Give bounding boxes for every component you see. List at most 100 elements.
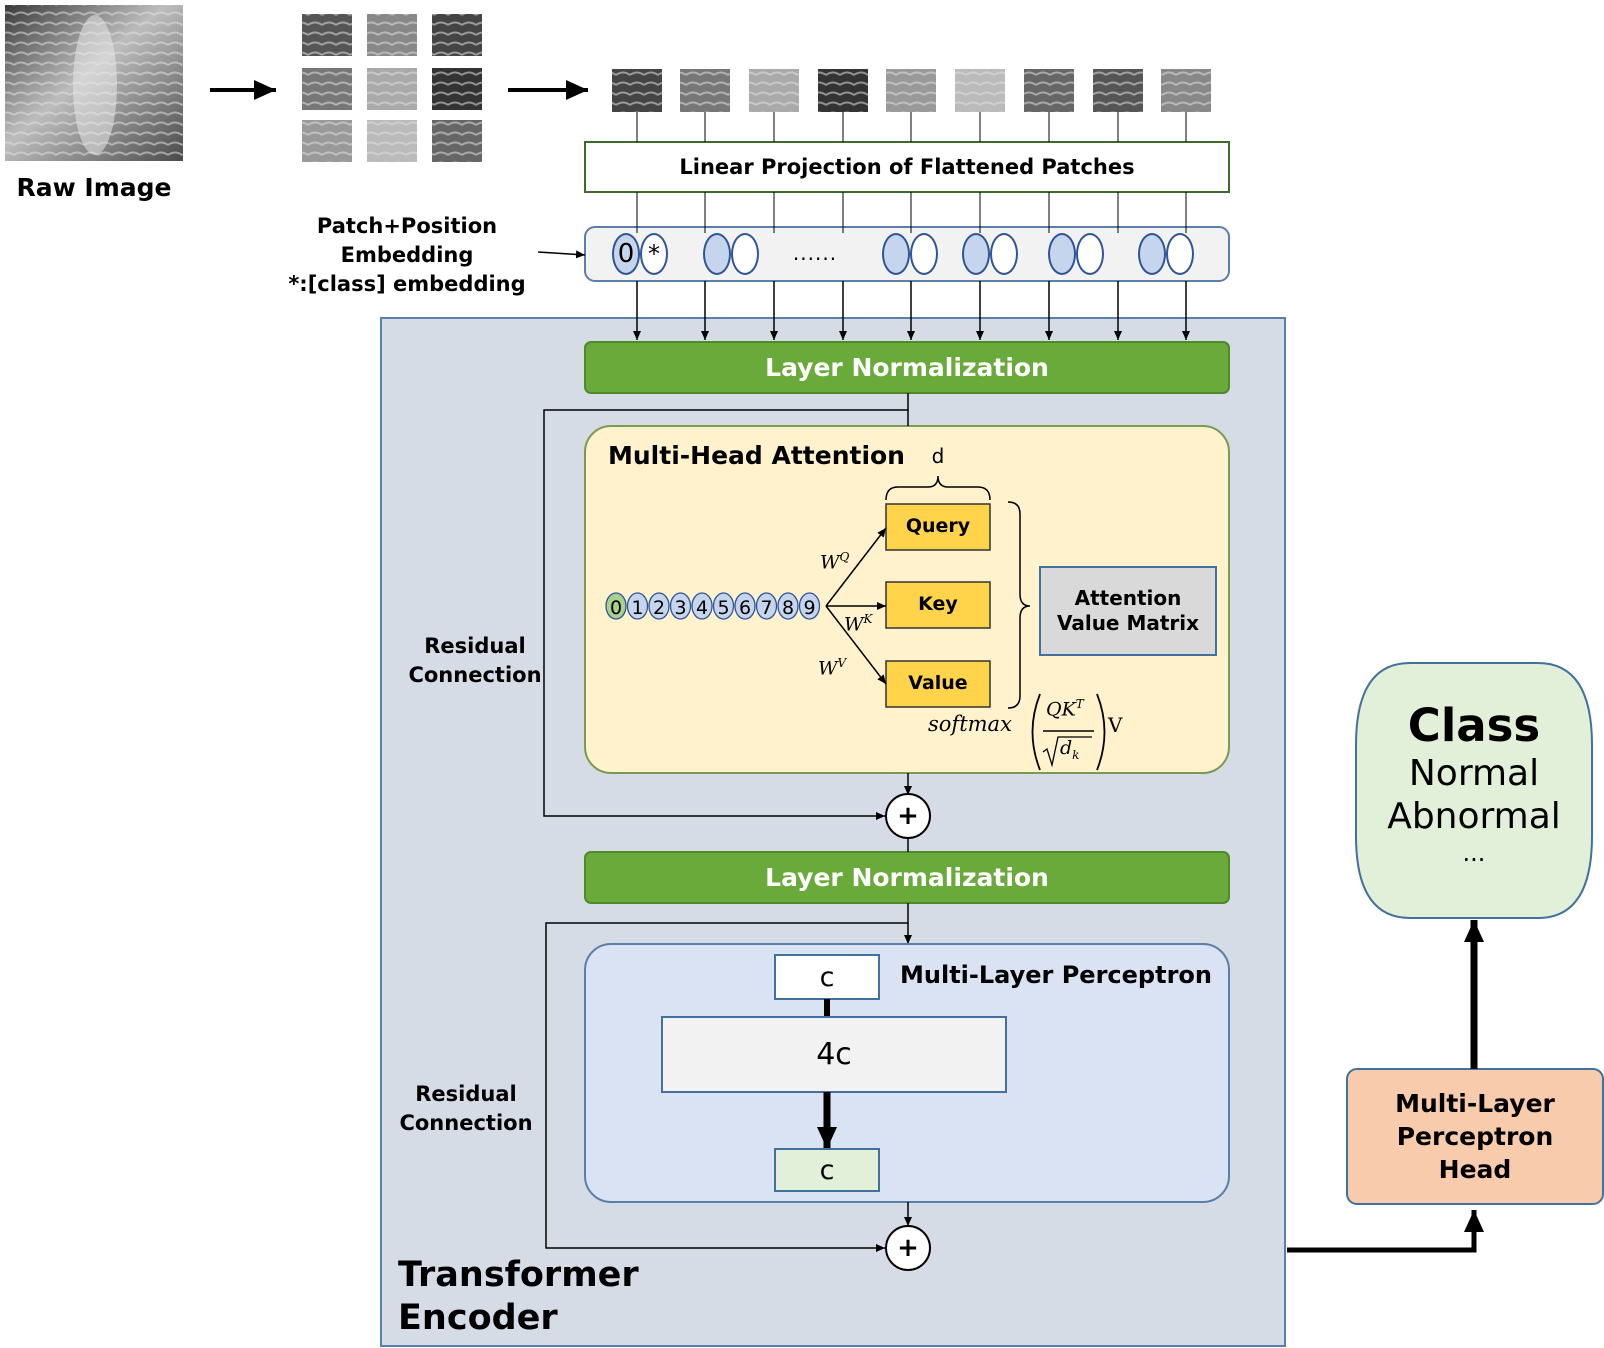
key-box [885, 581, 991, 629]
mlp-head-label: Multi-Layer Perceptron Head [1347, 1069, 1603, 1204]
layer-norm-2-label: Layer Normalization [765, 862, 1049, 892]
wq-sup: Q [839, 550, 850, 564]
mlp-output-box [774, 1148, 880, 1192]
grid-patch [302, 120, 352, 162]
dim-label: d [931, 444, 945, 468]
encoder-to-head-arrow [1287, 1210, 1484, 1253]
attention-token-label: 6 [739, 597, 751, 619]
attention-matrix-line1: Attention [1074, 586, 1182, 610]
flat-patch [955, 69, 1005, 112]
right-brace [1007, 501, 1031, 709]
embedding-token [910, 233, 938, 275]
raw-xray-image [5, 5, 183, 161]
wk-label: WK [844, 612, 873, 635]
grid-patch [432, 14, 482, 56]
grid-patch [367, 14, 417, 56]
grid-patch [302, 68, 352, 110]
attention-token: 0 [605, 592, 627, 620]
embedding-caption: Patch+Position Embedding *:[class] embed… [282, 212, 532, 299]
formula-left-paren [1031, 693, 1041, 771]
attention-matrix-line2: Value Matrix [1056, 611, 1200, 635]
residual-2-line2: Connection [399, 1111, 533, 1135]
attention-token-label: 8 [782, 597, 794, 619]
flat-patch [1024, 69, 1074, 112]
embedding-token [703, 233, 731, 275]
query-box [885, 503, 991, 551]
mlp-input-box [774, 954, 880, 1000]
flat-patch [1093, 69, 1143, 112]
formula-num-base: QK [1046, 698, 1076, 721]
wq-label: WQ [820, 550, 849, 573]
attention-token: 8 [777, 592, 799, 620]
attention-token: 9 [798, 592, 821, 620]
patch-grid [302, 14, 482, 162]
attention-token-label: 5 [717, 597, 729, 619]
wk-base: W [844, 613, 864, 636]
mlp-title: Multi-Layer Perceptron [900, 961, 1212, 989]
flattened-patch-row [612, 69, 1211, 112]
class-box-content: Class Normal Abnormal ... [1356, 700, 1592, 900]
residual-2-line1: Residual [415, 1082, 517, 1106]
mlp-head-line1: Multi-Layer [1395, 1089, 1555, 1118]
attention-token: 2 [648, 592, 670, 620]
mlp-output-label: c [819, 1154, 835, 1186]
attention-token-label: 3 [674, 597, 686, 619]
attention-token-label: 0 [610, 597, 622, 619]
embedding-token [731, 233, 759, 275]
residual-1-line1: Residual [424, 634, 526, 658]
attention-matrix-box [1039, 566, 1217, 656]
residual-1-line [543, 393, 909, 820]
query-label: Query [905, 515, 971, 538]
encoder-title-line1: Transformer [398, 1255, 639, 1295]
formula-sqrt-sign [1042, 736, 1092, 768]
mlp-head-line3: Head [1438, 1155, 1512, 1184]
flat-patch [612, 69, 662, 112]
class-token-star: * [640, 233, 668, 275]
attention-token-label: 9 [803, 597, 815, 619]
class-abnormal: Abnormal [1387, 796, 1561, 837]
flat-patch [886, 69, 936, 112]
projection-lines [633, 112, 1190, 340]
embedding-token [1048, 233, 1076, 275]
embedding-ellipsis: ...... [792, 241, 838, 265]
class-token-zero: 0 [612, 233, 640, 275]
formula-den-base: d [1060, 737, 1073, 759]
formula-numerator: QKT [1046, 697, 1084, 720]
projection-box [584, 141, 1230, 193]
formula-right-paren [1096, 693, 1106, 771]
residual-2-label: Residual Connection [391, 1080, 541, 1138]
attention-token: 1 [626, 592, 649, 620]
layer-norm-1-label: Layer Normalization [765, 352, 1049, 382]
class-box [1355, 662, 1593, 919]
wv-label: WV [818, 656, 846, 679]
class-normal: Normal [1408, 753, 1540, 794]
embedding-token [962, 233, 990, 275]
layer-norm-1-bar [584, 341, 1230, 394]
formula-denominator: dk [1060, 737, 1079, 762]
layer-norm-2-bar [584, 851, 1230, 904]
attention-token: 3 [669, 592, 692, 620]
mlp-hidden-box [661, 1016, 1007, 1093]
attention-matrix-label: Attention Value Matrix [1040, 567, 1216, 655]
encoder-title-line2: Encoder [398, 1298, 558, 1338]
wv-base: W [818, 657, 838, 680]
attention-token-label: 4 [696, 597, 708, 619]
wq-base: W [820, 551, 840, 574]
residual-2-line [545, 903, 909, 1252]
attention-token-label: 2 [653, 597, 665, 619]
plus-2-label: + [897, 1233, 919, 1263]
plus-1-label: + [897, 801, 919, 831]
attention-title: Multi-Head Attention [608, 441, 905, 470]
value-label: Value [908, 672, 968, 695]
embedding-caption-line2: Embedding [340, 243, 474, 267]
wk-sup: K [863, 612, 873, 626]
grid-patch [367, 120, 417, 162]
formula-num-sup: T [1075, 697, 1084, 711]
flat-patch [818, 69, 868, 112]
grid-patch [432, 68, 482, 110]
embedding-caption-line3: *:[class] embedding [288, 272, 526, 296]
grid-patch [432, 120, 482, 162]
attention-token-label: 1 [631, 597, 643, 619]
attention-token: 6 [734, 592, 756, 620]
